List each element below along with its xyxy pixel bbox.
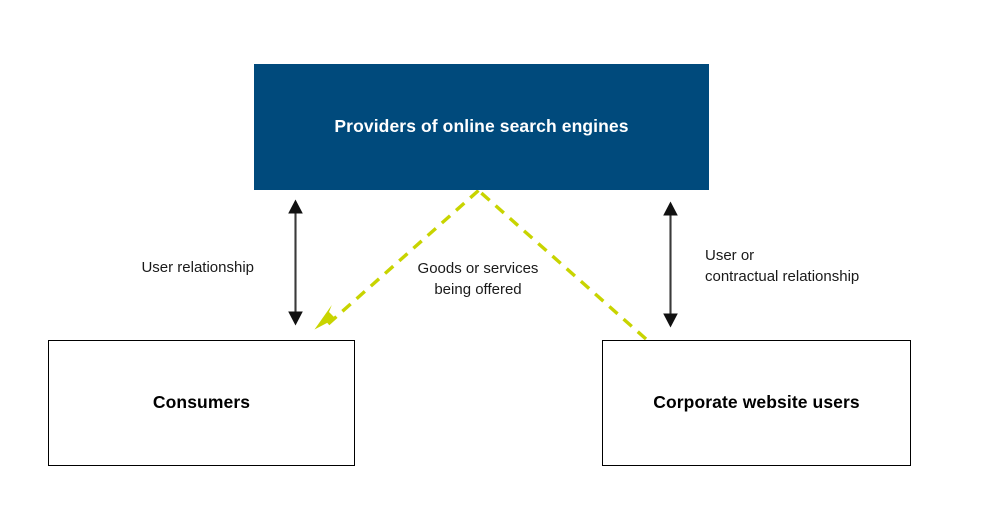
node-providers-of-online-search-engines[interactable]: Providers of online search engines: [254, 64, 709, 190]
node-providers-label: Providers of online search engines: [334, 116, 629, 137]
arrow-providers-corporate: [663, 201, 678, 328]
edge-label-user-or-contractual-relationship: User or contractual relationship: [705, 247, 860, 285]
node-corporate-label: Corporate website users: [653, 392, 860, 413]
edge-label-goods-or-services: Goods or services being offered: [417, 260, 539, 298]
node-consumers-label: Consumers: [152, 392, 251, 413]
arrow-providers-consumers: [288, 199, 303, 326]
edge-label-user-relationship: User relationship: [141, 259, 254, 276]
node-consumers[interactable]: Consumers: [48, 340, 355, 466]
node-corporate-website-users[interactable]: Corporate website users: [602, 340, 911, 466]
